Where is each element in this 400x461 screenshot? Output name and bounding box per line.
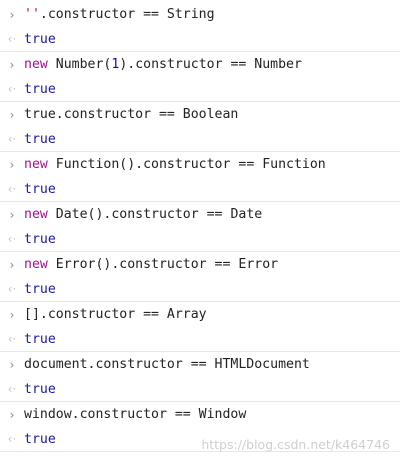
console-output-line: ‹· true (0, 227, 400, 251)
return-arrow-icon: ‹· (7, 82, 17, 96)
return-arrow-icon: ‹· (7, 232, 17, 246)
console-entry: › ''.constructor == String ‹· true (0, 2, 400, 52)
console-output-line: ‹· true (0, 27, 400, 51)
console-output-value: true (24, 331, 56, 347)
chevron-right-icon: › (9, 57, 15, 72)
console-entry: › new Function().constructor == Function ‹… (0, 152, 400, 202)
console-entry: › document.constructor == HTMLDocument ‹· t… (0, 352, 400, 402)
console-entry: › new Error().constructor == Error ‹· true (0, 252, 400, 302)
console-input-line[interactable]: › new Error().constructor == Error (0, 252, 400, 277)
chevron-right-icon: › (9, 407, 15, 422)
console-entry: › [].constructor == Array ‹· true (0, 302, 400, 352)
chevron-right-icon: › (9, 257, 15, 272)
code-token-code: window.constructor == Window (24, 407, 247, 422)
code-token-code: Date().constructor == Date (47, 207, 263, 222)
return-arrow-icon: ‹· (7, 332, 17, 346)
return-arrow-icon: ‹· (7, 432, 17, 446)
console-output-value: true (24, 31, 56, 47)
code-token-num: 1 (111, 57, 120, 72)
console-output-line: ‹· true (0, 377, 400, 401)
console-output-value: true (24, 281, 56, 297)
console-input-line[interactable]: › document.constructor == HTMLDocument (0, 352, 400, 377)
console-input-code: new Number(1).constructor == Number (24, 57, 302, 72)
code-token-code: Function().constructor == Function (47, 157, 326, 172)
console-input-code: true.constructor == Boolean (24, 107, 238, 122)
console-entry: › true.constructor == Boolean ‹· true (0, 102, 400, 152)
chevron-right-icon: › (9, 207, 15, 222)
code-token-code: ).constructor == Number (119, 57, 302, 72)
console-input-line[interactable]: › new Date().constructor == Date (0, 202, 400, 227)
console-input-code: new Error().constructor == Error (24, 257, 278, 272)
return-arrow-icon: ‹· (7, 132, 17, 146)
console-input-code: window.constructor == Window (24, 407, 246, 422)
console-input-code: new Date().constructor == Date (24, 207, 262, 222)
console-output-line: ‹· true (0, 427, 400, 451)
chevron-right-icon: › (9, 7, 15, 22)
chevron-right-icon: › (9, 157, 15, 172)
console-output-line: ‹· true (0, 327, 400, 351)
console-entry: › new Number(1).constructor == Number ‹· tr… (0, 52, 400, 102)
console-output-line: ‹· true (0, 127, 400, 151)
return-arrow-icon: ‹· (7, 382, 17, 396)
console-input-line[interactable]: › [].constructor == Array (0, 302, 400, 327)
code-token-kw: new (24, 157, 48, 172)
console-input-line[interactable]: › new Function().constructor == Function (0, 152, 400, 177)
code-token-code: [].constructor == Array (24, 307, 207, 322)
console-output-value: true (24, 381, 56, 397)
console-output-line: ‹· true (0, 277, 400, 301)
console-input-line[interactable]: › ''.constructor == String (0, 2, 400, 27)
console-output-value: true (24, 181, 56, 197)
chevron-right-icon: › (9, 107, 15, 122)
console-output-value: true (24, 81, 56, 97)
watermark: https://blog.csdn.net/k464746 (201, 437, 390, 452)
console-entry: › window.constructor == Window ‹· true (0, 402, 400, 452)
chevron-right-icon: › (9, 307, 15, 322)
console-input-code: [].constructor == Array (24, 307, 207, 322)
code-token-kw: new (24, 207, 48, 222)
console-output-line: ‹· true (0, 177, 400, 201)
code-token-code: true.constructor == Boolean (24, 107, 239, 122)
code-token-kw: new (24, 257, 48, 272)
console-input-code: new Function().constructor == Function (24, 157, 326, 172)
chevron-right-icon: › (9, 357, 15, 372)
console-input-line[interactable]: › window.constructor == Window (0, 402, 400, 427)
console-input-line[interactable]: › true.constructor == Boolean (0, 102, 400, 127)
return-arrow-icon: ‹· (7, 182, 17, 196)
console-output-line: ‹· true (0, 77, 400, 101)
console-input-code: ''.constructor == String (24, 7, 215, 22)
console-output-value: true (24, 131, 56, 147)
code-token-code: Number( (47, 57, 112, 72)
return-arrow-icon: ‹· (7, 32, 17, 46)
console-output-value: true (24, 431, 56, 447)
code-token-code: document.constructor == HTMLDocument (24, 357, 310, 372)
return-arrow-icon: ‹· (7, 282, 17, 296)
code-token-code: Error().constructor == Error (47, 257, 279, 272)
console-output-value: true (24, 231, 56, 247)
code-token-kw: new (24, 57, 48, 72)
console-entry: › new Date().constructor == Date ‹· true (0, 202, 400, 252)
code-token-code: .constructor == String (39, 7, 215, 22)
console-input-code: document.constructor == HTMLDocument (24, 357, 310, 372)
code-token-str: '' (24, 7, 40, 22)
console-input-line[interactable]: › new Number(1).constructor == Number (0, 52, 400, 77)
